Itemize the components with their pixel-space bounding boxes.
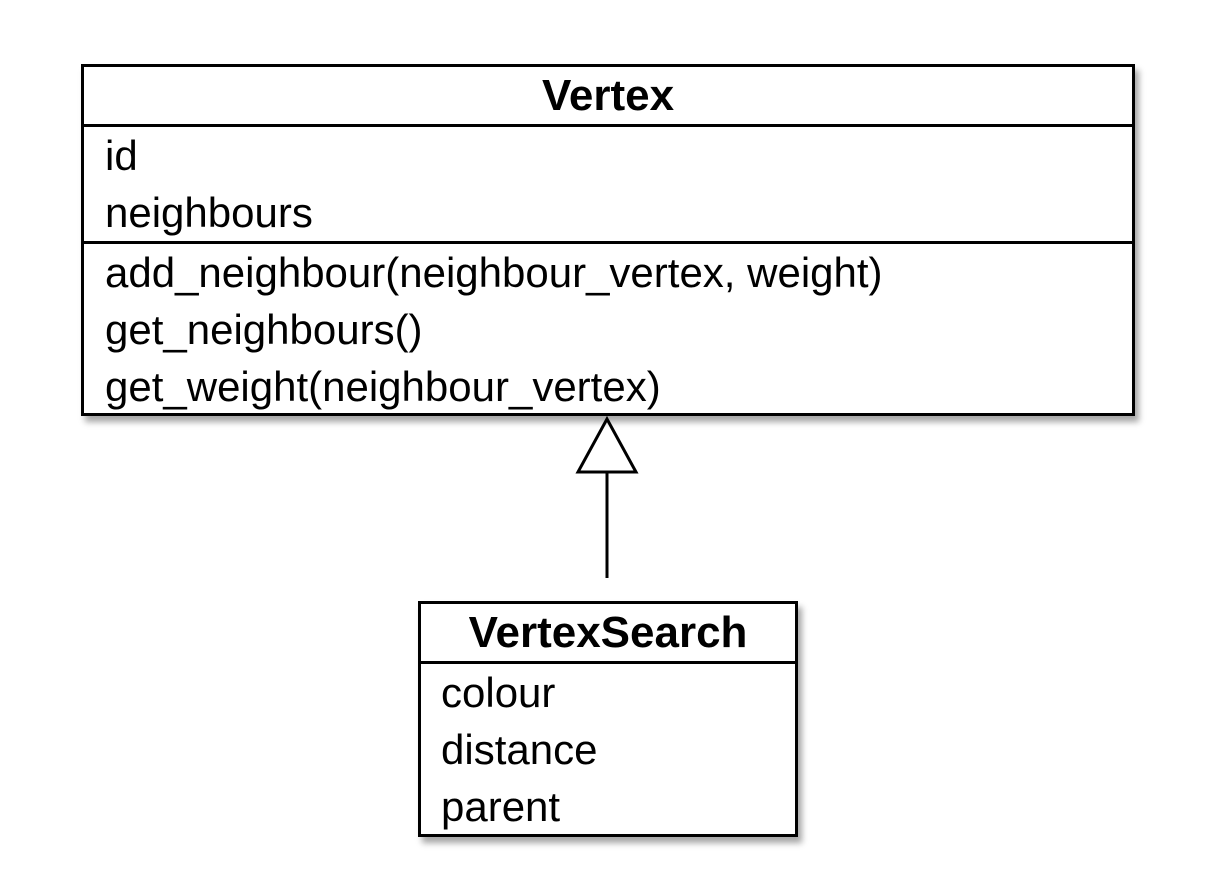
class-name: Vertex [84,67,1132,127]
attribute: colour [441,669,556,716]
method: get_neighbours() [105,306,423,353]
class-vertex-search: VertexSearch colour distance parent [418,601,798,837]
attribute: distance [441,726,598,773]
attributes-compartment: id neighbours [84,127,1132,244]
class-name: VertexSearch [421,604,795,664]
method: add_neighbour(neighbour_vertex, weight) [105,249,883,296]
attribute: id [105,132,138,179]
method: get_weight(neighbour_vertex) [105,363,661,410]
attribute: parent [441,783,561,830]
inheritance-arrowhead [575,415,639,474]
class-vertex: Vertex id neighbours add_neighbour(neigh… [81,64,1135,416]
attribute: neighbours [105,189,313,236]
attributes-compartment: colour distance parent [421,664,795,835]
methods-compartment: add_neighbour(neighbour_vertex, weight) … [84,244,1132,415]
